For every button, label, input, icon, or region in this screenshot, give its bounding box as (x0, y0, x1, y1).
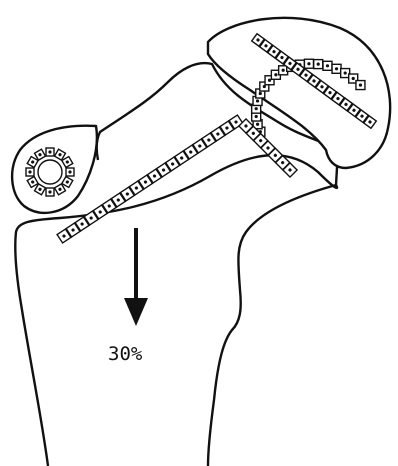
growth-plate-cell (323, 61, 332, 70)
growth-plate-cell (356, 81, 365, 90)
growth-plate-cell (26, 168, 34, 176)
growth-percentage-label: 30% (108, 343, 143, 365)
femur-outline (15, 63, 338, 466)
growth-direction-arrow-icon (124, 228, 148, 326)
growth-plate-cell (304, 59, 313, 68)
growth-plate-cell (46, 148, 54, 156)
growth-plate-cell (46, 188, 54, 196)
femur-shaft-right (208, 185, 336, 466)
growth-plate-cell (314, 60, 323, 69)
growth-plate-cell (66, 168, 74, 176)
trochanter-apophysis (12, 126, 97, 213)
growth-plate-cell (332, 64, 341, 73)
